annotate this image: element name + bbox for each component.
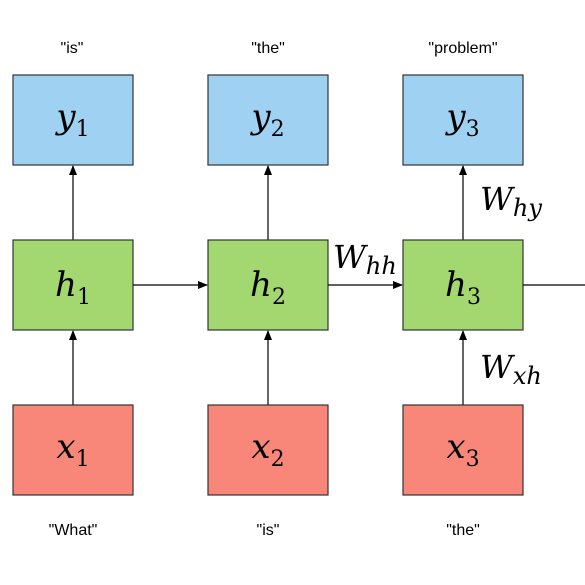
input-box-3 — [402, 404, 524, 496]
output-box-3 — [402, 74, 524, 166]
input-word-1: "What" — [49, 522, 98, 539]
weight-label-xh: Wxh — [480, 348, 542, 390]
output-box-1 — [12, 74, 134, 166]
hidden-label-3: h3 — [445, 265, 481, 310]
hidden-label-1: h1 — [55, 265, 91, 310]
weight-label-hh: Whh — [333, 238, 397, 280]
hidden-node-3: h3 — [402, 239, 524, 331]
output-word-1: "is" — [61, 40, 84, 57]
input-word-2: "is" — [257, 522, 280, 539]
output-node-1: y1 — [12, 74, 134, 166]
weight-label-hy: Why — [480, 180, 542, 222]
output-label-1: y1 — [54, 97, 89, 142]
input-word-3: "the" — [446, 522, 480, 539]
output-label-3: y3 — [444, 97, 479, 142]
hidden-box-1 — [12, 239, 134, 331]
hidden-label-2: h2 — [250, 265, 286, 310]
hidden-node-2: h2 — [207, 239, 329, 331]
output-word-3: "problem" — [428, 40, 497, 57]
output-word-2: "the" — [251, 40, 285, 57]
input-label-3: x3 — [446, 427, 479, 472]
output-node-2: y2 — [207, 74, 329, 166]
input-node-3: x3 — [402, 404, 524, 496]
input-label-2: x2 — [251, 427, 284, 472]
output-label-2: y2 — [249, 97, 284, 142]
input-node-1: x1 — [12, 404, 134, 496]
hidden-node-1: h1 — [12, 239, 134, 331]
input-box-1 — [12, 404, 134, 496]
input-label-1: x1 — [56, 427, 89, 472]
input-box-2 — [207, 404, 329, 496]
output-node-3: y3 — [402, 74, 524, 166]
input-node-2: x2 — [207, 404, 329, 496]
